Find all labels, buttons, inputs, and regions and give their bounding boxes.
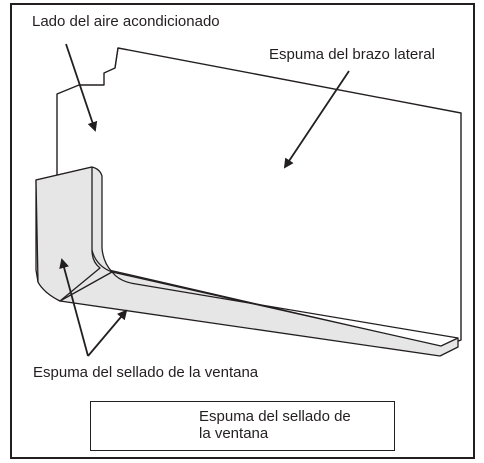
arrow-side-arm-foam (283, 70, 350, 169)
label-side-arm-foam: Espuma del brazo lateral (269, 46, 435, 63)
foam-surface-line (111, 271, 459, 339)
foam-inner-curve (91, 249, 113, 273)
legend-line-2: la ventana (199, 425, 269, 443)
panel-edge (114, 47, 119, 69)
legend-box: Espuma del sellado de la ventana (90, 401, 395, 451)
arrow-seal-foam-left (59, 258, 89, 357)
foam-front-face (35, 166, 101, 302)
arrow-ac-side (65, 43, 98, 132)
legend-text: Espuma del sellado de la ventana (199, 408, 389, 443)
arrow-seal-foam-bottom (87, 309, 128, 357)
label-ac-side: Lado del aire acondicionado (32, 13, 220, 30)
legend-line-1: Espuma del sellado de (199, 408, 351, 425)
label-window-seal-foam: Espuma del sellado de la ventana (33, 364, 259, 381)
